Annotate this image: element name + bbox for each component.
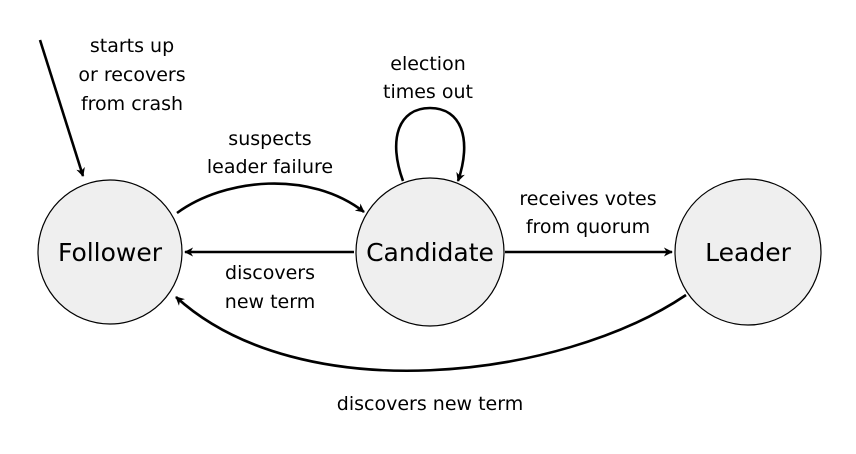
label-start-line-1: starts up: [90, 35, 174, 57]
label-start: starts up or recovers from crash: [78, 35, 185, 115]
state-follower-circle: [37, 179, 183, 325]
state-candidate: Candidate: [355, 177, 505, 327]
label-candidate-discovers-term: discovers new term: [225, 262, 315, 313]
leader-to-follower-arrow: [175, 293, 687, 372]
label-election-timeout-line-1: election: [390, 53, 466, 75]
state-follower-label: Follower: [58, 238, 163, 267]
label-receives-votes: receives votes from quorum: [519, 188, 656, 238]
label-start-line-2: or recovers: [78, 64, 185, 86]
follower-to-candidate-arrow: [176, 182, 365, 215]
state-leader-label: Leader: [705, 238, 791, 267]
state-candidate-circle: [355, 177, 505, 327]
state-follower: Follower: [37, 179, 183, 325]
state-leader-circle: [674, 178, 822, 326]
label-receives-votes-line-1: receives votes: [519, 188, 656, 210]
label-suspects-failure: suspects leader failure: [207, 128, 333, 178]
state-candidate-label: Candidate: [366, 238, 494, 267]
state-leader: Leader: [674, 178, 822, 326]
election-timeout-loop-arrow: [394, 106, 466, 182]
label-leader-discovers-term-line-1: discovers new term: [337, 393, 523, 415]
label-receives-votes-line-2: from quorum: [526, 216, 650, 238]
label-election-timeout: election times out: [383, 53, 473, 103]
label-suspects-failure-line-2: leader failure: [207, 156, 333, 178]
label-candidate-discovers-term-line-1: discovers: [225, 262, 315, 284]
label-leader-discovers-term: discovers new term: [337, 393, 523, 415]
label-election-timeout-line-2: times out: [383, 81, 473, 103]
label-start-line-3: from crash: [81, 93, 183, 115]
label-candidate-discovers-term-line-2: new term: [225, 291, 315, 313]
start-arrow: [38, 39, 85, 177]
label-suspects-failure-line-1: suspects: [228, 128, 311, 150]
